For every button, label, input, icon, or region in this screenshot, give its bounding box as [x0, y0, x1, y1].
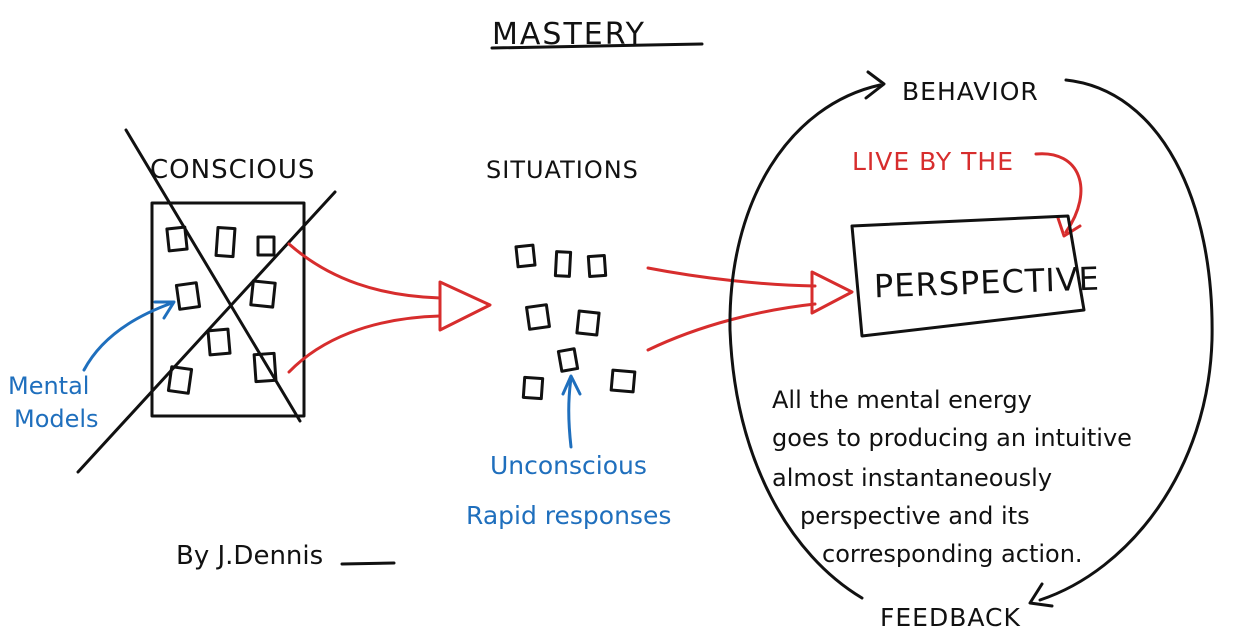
loop-arrowhead-behavior [864, 70, 886, 100]
cross-out-line [124, 128, 302, 423]
situation-square [556, 347, 580, 373]
behavior-label: BEHAVIOR [902, 77, 1039, 106]
live-by-the-label: LIVE BY THE [852, 147, 1014, 176]
description-line-1: All the mental energy [772, 386, 1032, 414]
model-square [252, 351, 278, 384]
model-square [206, 327, 232, 357]
description-line-4: perspective and its [800, 502, 1030, 530]
model-square [165, 225, 189, 253]
situation-square [525, 303, 551, 331]
model-square [166, 365, 194, 395]
loop-arrowhead-feedback [1028, 582, 1054, 608]
perspective-box [850, 214, 1086, 338]
unconscious-arrowhead [561, 374, 582, 396]
signature: By J.Dennis [176, 541, 323, 571]
unconscious-label-line2: Rapid responses [466, 501, 671, 530]
unconscious-arrow [567, 376, 573, 449]
cross-out-line [76, 190, 337, 474]
situation-square [586, 253, 608, 279]
loop-arc-left [728, 83, 882, 600]
mental-models-arrow [82, 301, 174, 372]
unconscious-label-line1: Unconscious [490, 451, 647, 480]
signature-underline [340, 561, 396, 566]
situation-square [553, 250, 573, 278]
feedback-label: FEEDBACK [880, 603, 1021, 632]
red-flow-arrow-top [287, 242, 442, 300]
situations-heading: SITUATIONS [486, 156, 639, 184]
live-by-arrow [1034, 152, 1083, 234]
red-flow-arrow-bottom [287, 314, 442, 374]
mental-label-line1: Mental [8, 372, 89, 400]
red-flow-arrow-top-right [646, 266, 817, 288]
mental-label-line2: Models [14, 405, 99, 433]
perspective-label: PERSPECTIVE [873, 259, 1100, 305]
description-line-2: goes to producing an intuitive [772, 424, 1132, 452]
model-square [249, 279, 277, 309]
model-square [214, 225, 237, 259]
situation-square [521, 375, 545, 401]
situation-square [609, 368, 637, 394]
situation-square [514, 243, 537, 269]
loop-arc-right [1038, 78, 1214, 602]
mental-models-arrowhead [153, 300, 176, 320]
model-square [256, 235, 276, 257]
live-by-arrowhead [1056, 216, 1082, 238]
description-line-3: almost instantaneously [772, 464, 1052, 492]
description-line-5: corresponding action. [822, 540, 1083, 568]
situation-squares [514, 243, 637, 401]
situation-square [575, 309, 601, 337]
mental-model-squares [165, 225, 278, 395]
conscious-heading: CONSCIOUS [150, 155, 315, 185]
title-underline [490, 42, 704, 50]
model-square [174, 281, 202, 311]
red-flow-arrowhead-right [810, 270, 854, 315]
red-flow-arrowhead [438, 280, 492, 332]
